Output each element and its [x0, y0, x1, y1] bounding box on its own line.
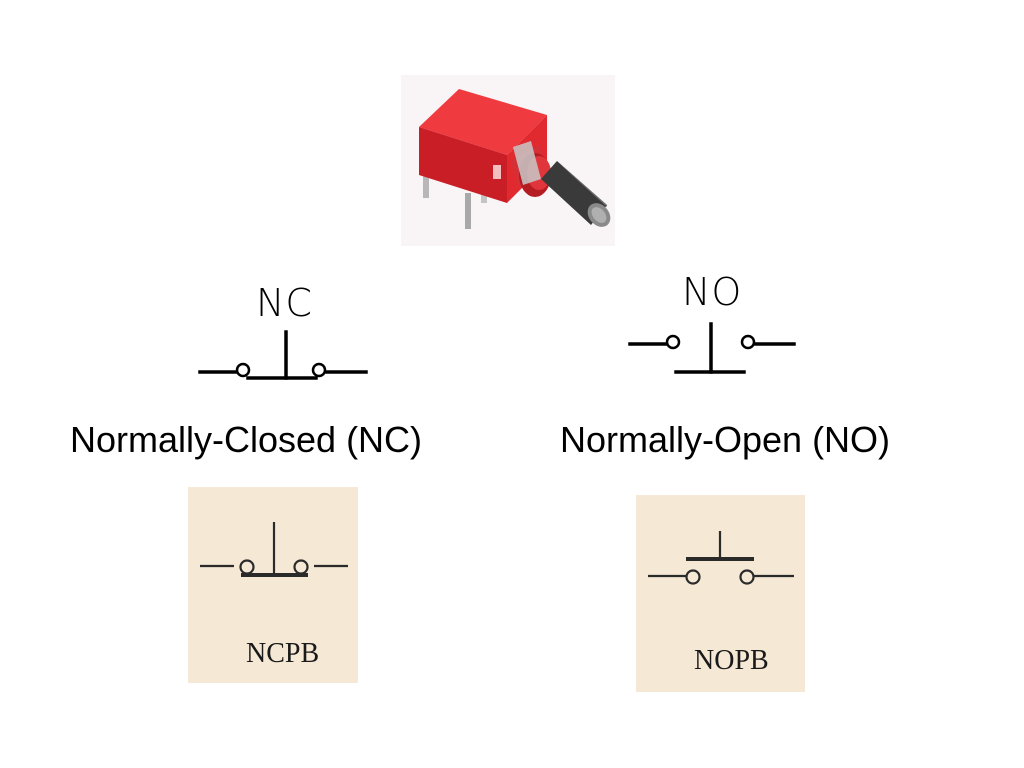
no-symbol-tag: NO [682, 270, 743, 314]
ncpb-symbol-icon [200, 522, 348, 577]
nc-symbol-tag: NC [256, 281, 313, 325]
no-switch-symbol-icon [624, 316, 800, 378]
nopb-panel [636, 495, 805, 692]
push-button-switch-icon [401, 75, 615, 246]
no-caption: Normally-Open (NO) [560, 419, 891, 460]
nc-caption: Normally-Closed (NC) [70, 419, 423, 460]
nc-switch-symbol-icon [196, 326, 372, 382]
ncpb-panel [188, 487, 358, 683]
ncpb-label: NCPB [246, 638, 320, 669]
nopb-label: NOPB [694, 645, 769, 676]
nopb-symbol-icon [648, 531, 794, 585]
